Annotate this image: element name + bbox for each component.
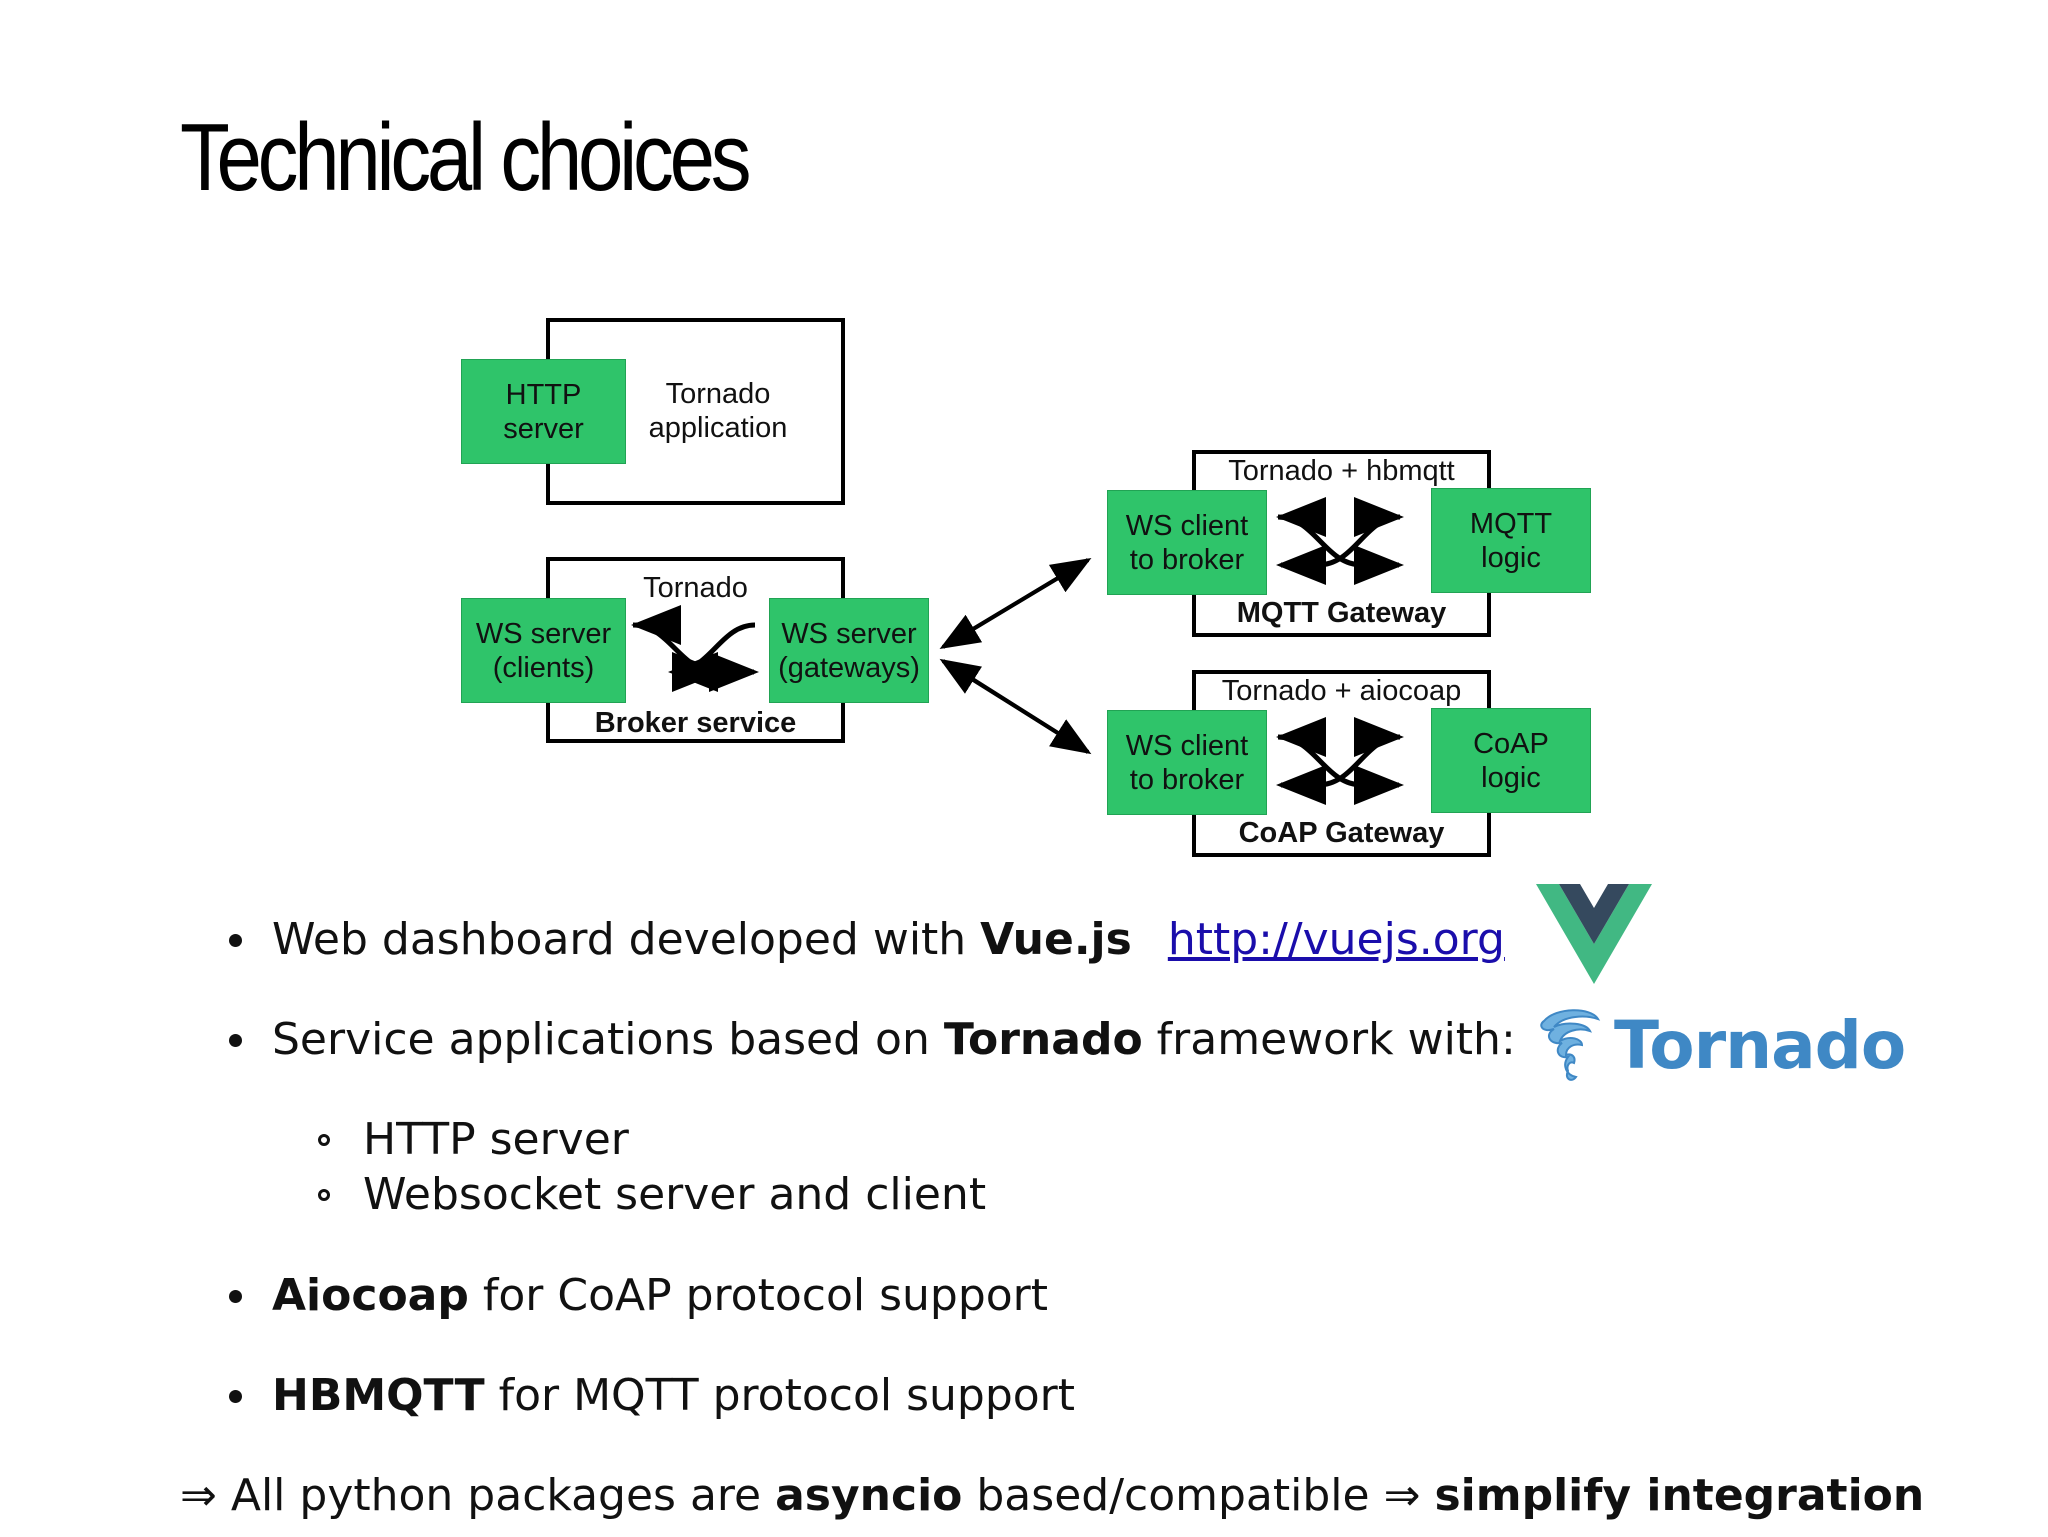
tornado-logo: Tornado [1536,1005,1906,1085]
conclusion-text: All python packages are [216,1470,776,1521]
diagram-arrows [631,497,1404,805]
bullet-bold: Tornado [943,1014,1143,1065]
gateway-link-arrows-icon [939,557,1092,755]
mqtt-gateway-label: MQTT Gateway [1236,597,1447,629]
coap-top-label: Tornado + aiocoap [1221,675,1462,707]
bullet-dot [229,1034,242,1047]
bullet-bold: Aiocoap [272,1270,469,1321]
sub-bullet-websocket: Websocket server and client [363,1173,986,1217]
bullet-text: framework with: [1142,1014,1516,1065]
conclusion-text: based/compatible [962,1470,1384,1521]
implies-arrow-icon: ⇒ [1383,1470,1421,1521]
tornado-swirl-icon [1540,1009,1601,1081]
mqtt-logic-box: MQTT logic [1431,488,1591,593]
sub-bullet-text: HTTP server [363,1114,629,1165]
ws-server-gateways-box: WS server (gateways) [769,598,929,703]
bullet-dot [229,1290,242,1303]
slide-title: Technical choices [180,104,752,211]
mqtt-ws-client-box: WS client to broker [1107,490,1267,595]
http-server-box: HTTP server [461,359,626,464]
bullet-text: Web dashboard developed with [272,914,981,965]
bullet-dot [229,934,242,947]
bullet-text: Service applications based on [272,1014,944,1065]
bullet-tornado: Service applications based on Tornado fr… [272,1018,1516,1062]
broker-swap-arrows-icon [631,605,759,692]
vuejs-link[interactable]: http://vuejs.org [1167,914,1505,965]
sub-bullet-http-server: HTTP server [363,1118,629,1162]
bullet-aiocoap: Aiocoap for CoAP protocol support [272,1274,1048,1318]
bullet-bold: Vue.js [980,914,1132,965]
vue-logo-icon [1536,884,1652,988]
ws-server-clients-box: WS server (clients) [461,598,626,703]
conclusion-bold: simplify integration [1434,1470,1925,1521]
coap-logic-box: CoAP logic [1431,708,1591,813]
implies-arrow-icon: ⇒ [180,1470,217,1521]
broker-service-label: Broker service [594,707,797,739]
tornado-logo-text: Tornado [1614,1006,1906,1084]
architecture-diagram: HTTP server Tornado application Tornado … [461,318,1591,857]
bullet-text: for CoAP protocol support [468,1270,1049,1321]
conclusion-line: ⇒ All python packages are asyncio based/… [180,1474,1924,1518]
broker-top-label: Tornado [643,572,748,604]
mqtt-swap-arrows-icon [1276,497,1404,585]
coap-ws-client-box: WS client to broker [1107,710,1267,815]
sub-bullet-ring [318,1189,330,1201]
bullet-dot [229,1390,242,1403]
mqtt-top-label: Tornado + hbmqtt [1228,455,1455,487]
conclusion-bold: asyncio [775,1470,963,1521]
bullet-text: for MQTT protocol support [484,1370,1076,1421]
tornado-application-label: Tornado application [648,378,788,444]
coap-gateway-label: CoAP Gateway [1238,817,1445,849]
bullet-hbmqtt: HBMQTT for MQTT protocol support [272,1374,1075,1418]
coap-swap-arrows-icon [1276,717,1404,805]
sub-bullet-text: Websocket server and client [363,1169,987,1220]
bullet-bold: HBMQTT [272,1370,485,1421]
sub-bullet-ring [318,1134,330,1146]
